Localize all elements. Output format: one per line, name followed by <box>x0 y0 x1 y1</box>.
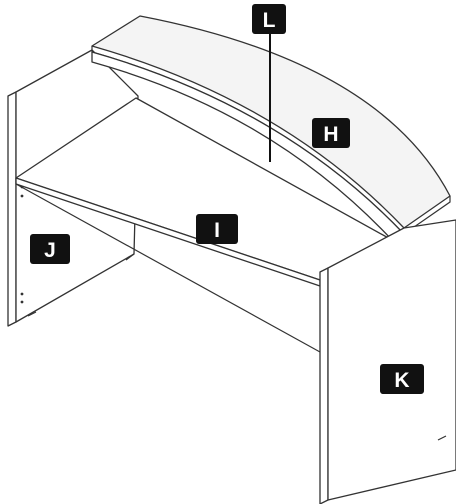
work-surface-support <box>125 253 135 261</box>
work-surface-underside <box>15 183 321 353</box>
right-end-panel <box>319 219 456 504</box>
label-i-badge: I <box>196 214 238 244</box>
right-panel-edge <box>319 267 329 504</box>
label-l-badge: L <box>252 4 286 34</box>
label-l-text: L <box>263 9 276 32</box>
label-k-text: K <box>394 369 409 392</box>
right-panel-foot <box>437 435 447 441</box>
label-h-badge: H <box>312 118 350 148</box>
label-j-text: J <box>44 239 56 262</box>
left-panel-edge <box>7 91 17 327</box>
label-i-text: I <box>214 219 220 242</box>
left-panel-foot <box>27 311 37 317</box>
label-j-badge: J <box>30 234 70 264</box>
label-k-badge: K <box>380 364 424 394</box>
label-h-text: H <box>323 123 338 146</box>
right-panel-face <box>327 219 456 501</box>
